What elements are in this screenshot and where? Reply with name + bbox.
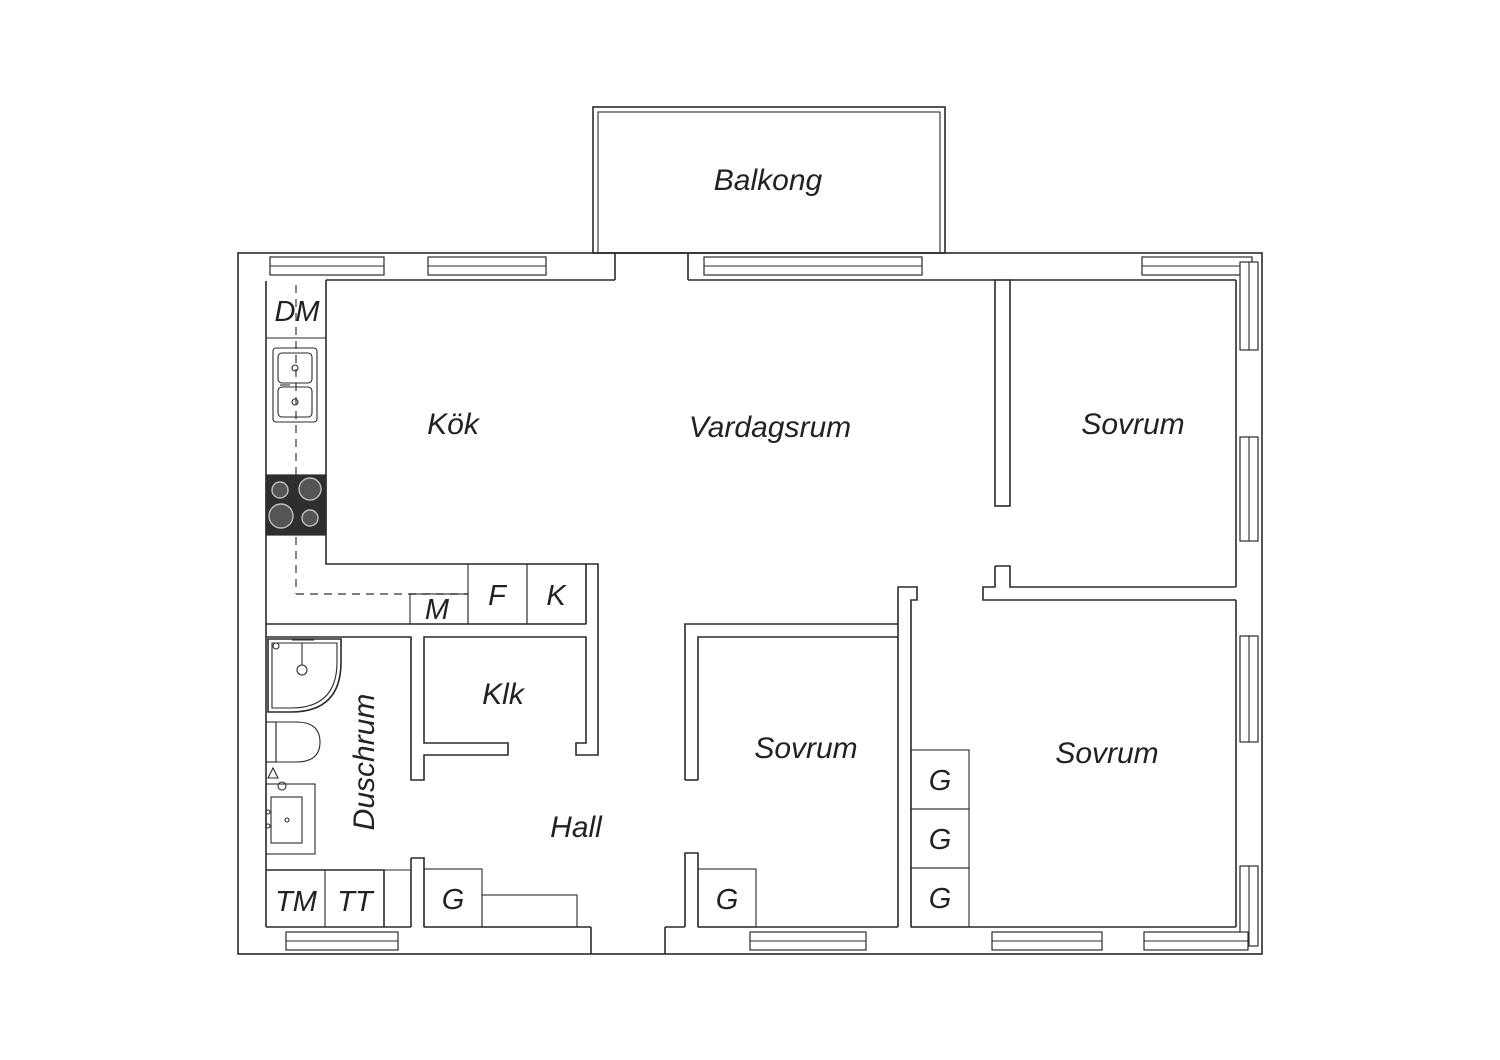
wardrobes — [423, 749, 970, 928]
tumble-dryer-label: TT — [337, 886, 375, 918]
living-room-label: Vardagsrum — [689, 411, 851, 444]
kitchen-label: Kök — [427, 408, 481, 441]
microwave-label: M — [425, 594, 450, 626]
sink-icon — [272, 347, 318, 423]
shower-room-label: Duschrum — [348, 694, 381, 831]
wardrobe-bedroom-right-3-label: G — [929, 883, 952, 915]
freezer-label: K — [546, 580, 567, 612]
kitchen-counter — [266, 280, 587, 625]
fridge-label: F — [488, 580, 508, 612]
interior-walls — [266, 279, 1236, 927]
balcony-label: Balkong — [714, 164, 823, 197]
laundry-units — [266, 869, 411, 927]
windows — [269, 256, 1259, 951]
dishwasher-label: DM — [274, 296, 320, 328]
bedroom-middle-label: Sovrum — [754, 732, 857, 765]
shower-icon — [267, 638, 342, 713]
wardrobe-bedroom-right-2-label: G — [929, 824, 952, 856]
bedroom-top-right-label: Sovrum — [1081, 408, 1184, 441]
bedroom-bottom-right-label: Sovrum — [1055, 737, 1158, 770]
stove-icon — [265, 474, 327, 536]
washbasin-icon — [265, 766, 316, 855]
hall-label: Hall — [550, 811, 603, 844]
wardrobe-bedroom-right-1-label: G — [929, 765, 952, 797]
toilet-icon — [265, 721, 321, 763]
walk-in-closet-label: Klk — [482, 678, 526, 711]
wardrobe-hall-label: G — [442, 884, 465, 916]
washing-machine-label: TM — [275, 886, 318, 918]
wardrobe-bedroom-middle-label: G — [716, 884, 739, 916]
outer-walls — [237, 252, 1263, 955]
